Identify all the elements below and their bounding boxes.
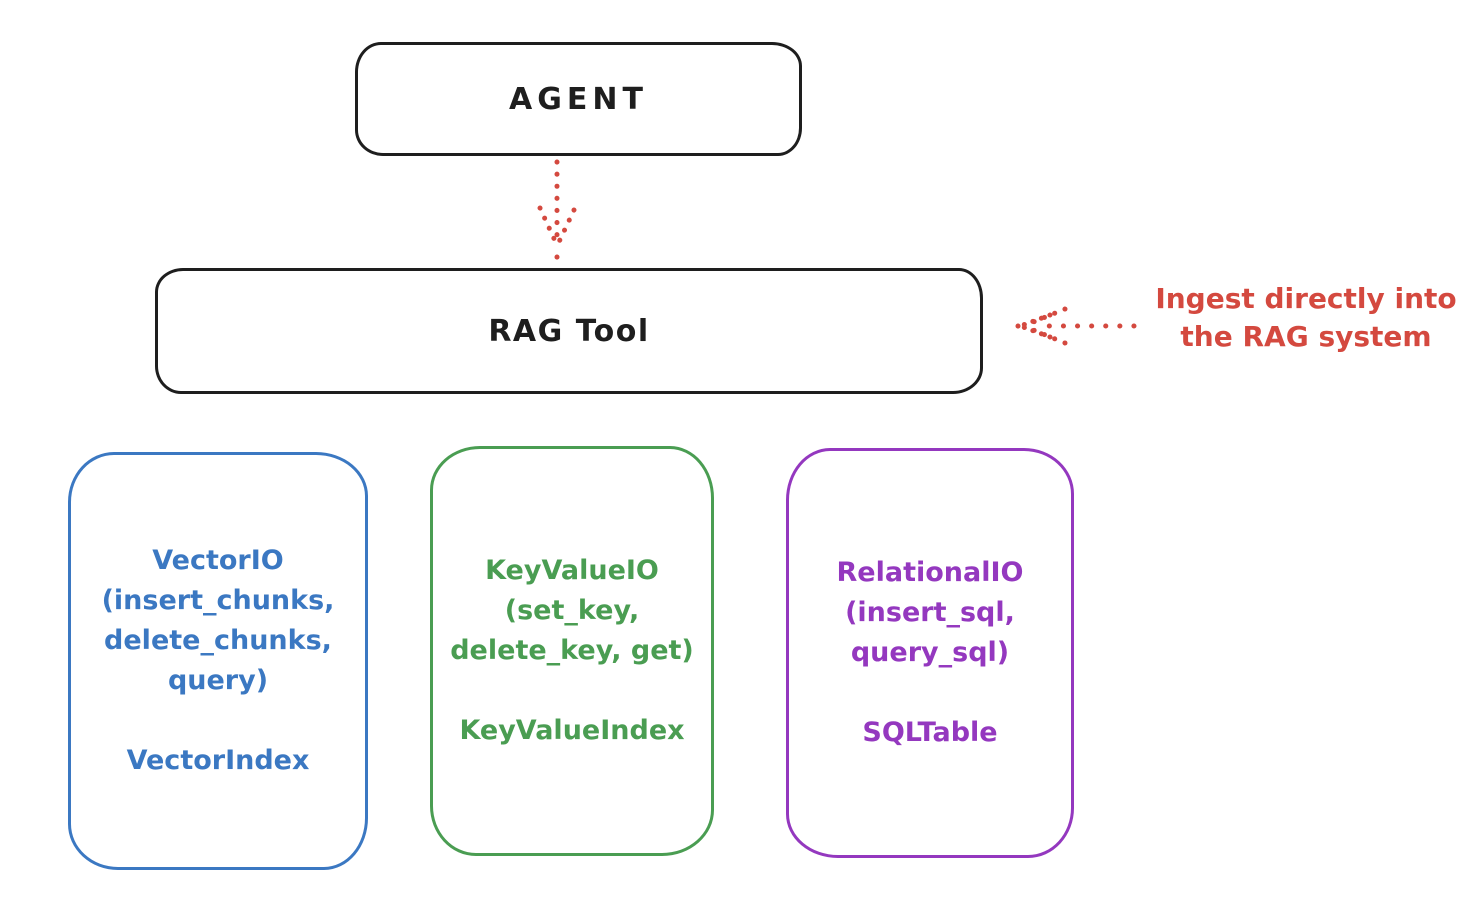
agent-to-rag-arrow-icon (537, 159, 577, 260)
vector-io-box: VectorIO (insert_chunks, delete_chunks, … (68, 452, 368, 870)
ingest-annotation-arrow-icon (1015, 306, 1137, 346)
agent-node: AGENT (355, 42, 802, 156)
key-value-io-box: KeyValueIO (set_key, delete_key, get) Ke… (430, 446, 714, 856)
key-value-index-label: KeyValueIndex (459, 715, 685, 746)
relational-io-methods: RelationalIO (insert_sql, query_sql) (836, 557, 1024, 668)
vector-io-methods: VectorIO (insert_chunks, delete_chunks, … (101, 545, 335, 696)
relational-io-box: RelationalIO (insert_sql, query_sql) SQL… (786, 448, 1074, 858)
rag-tool-node-label: RAG Tool (488, 313, 650, 349)
key-value-io-methods: KeyValueIO (set_key, delete_key, get) (450, 555, 694, 666)
sql-table-label: SQLTable (862, 717, 998, 748)
agent-node-label: AGENT (509, 81, 648, 117)
rag-tool-node: RAG Tool (155, 268, 983, 394)
ingest-annotation-text: Ingest directly into the RAG system (1155, 282, 1457, 353)
vector-index-label: VectorIndex (126, 745, 310, 776)
